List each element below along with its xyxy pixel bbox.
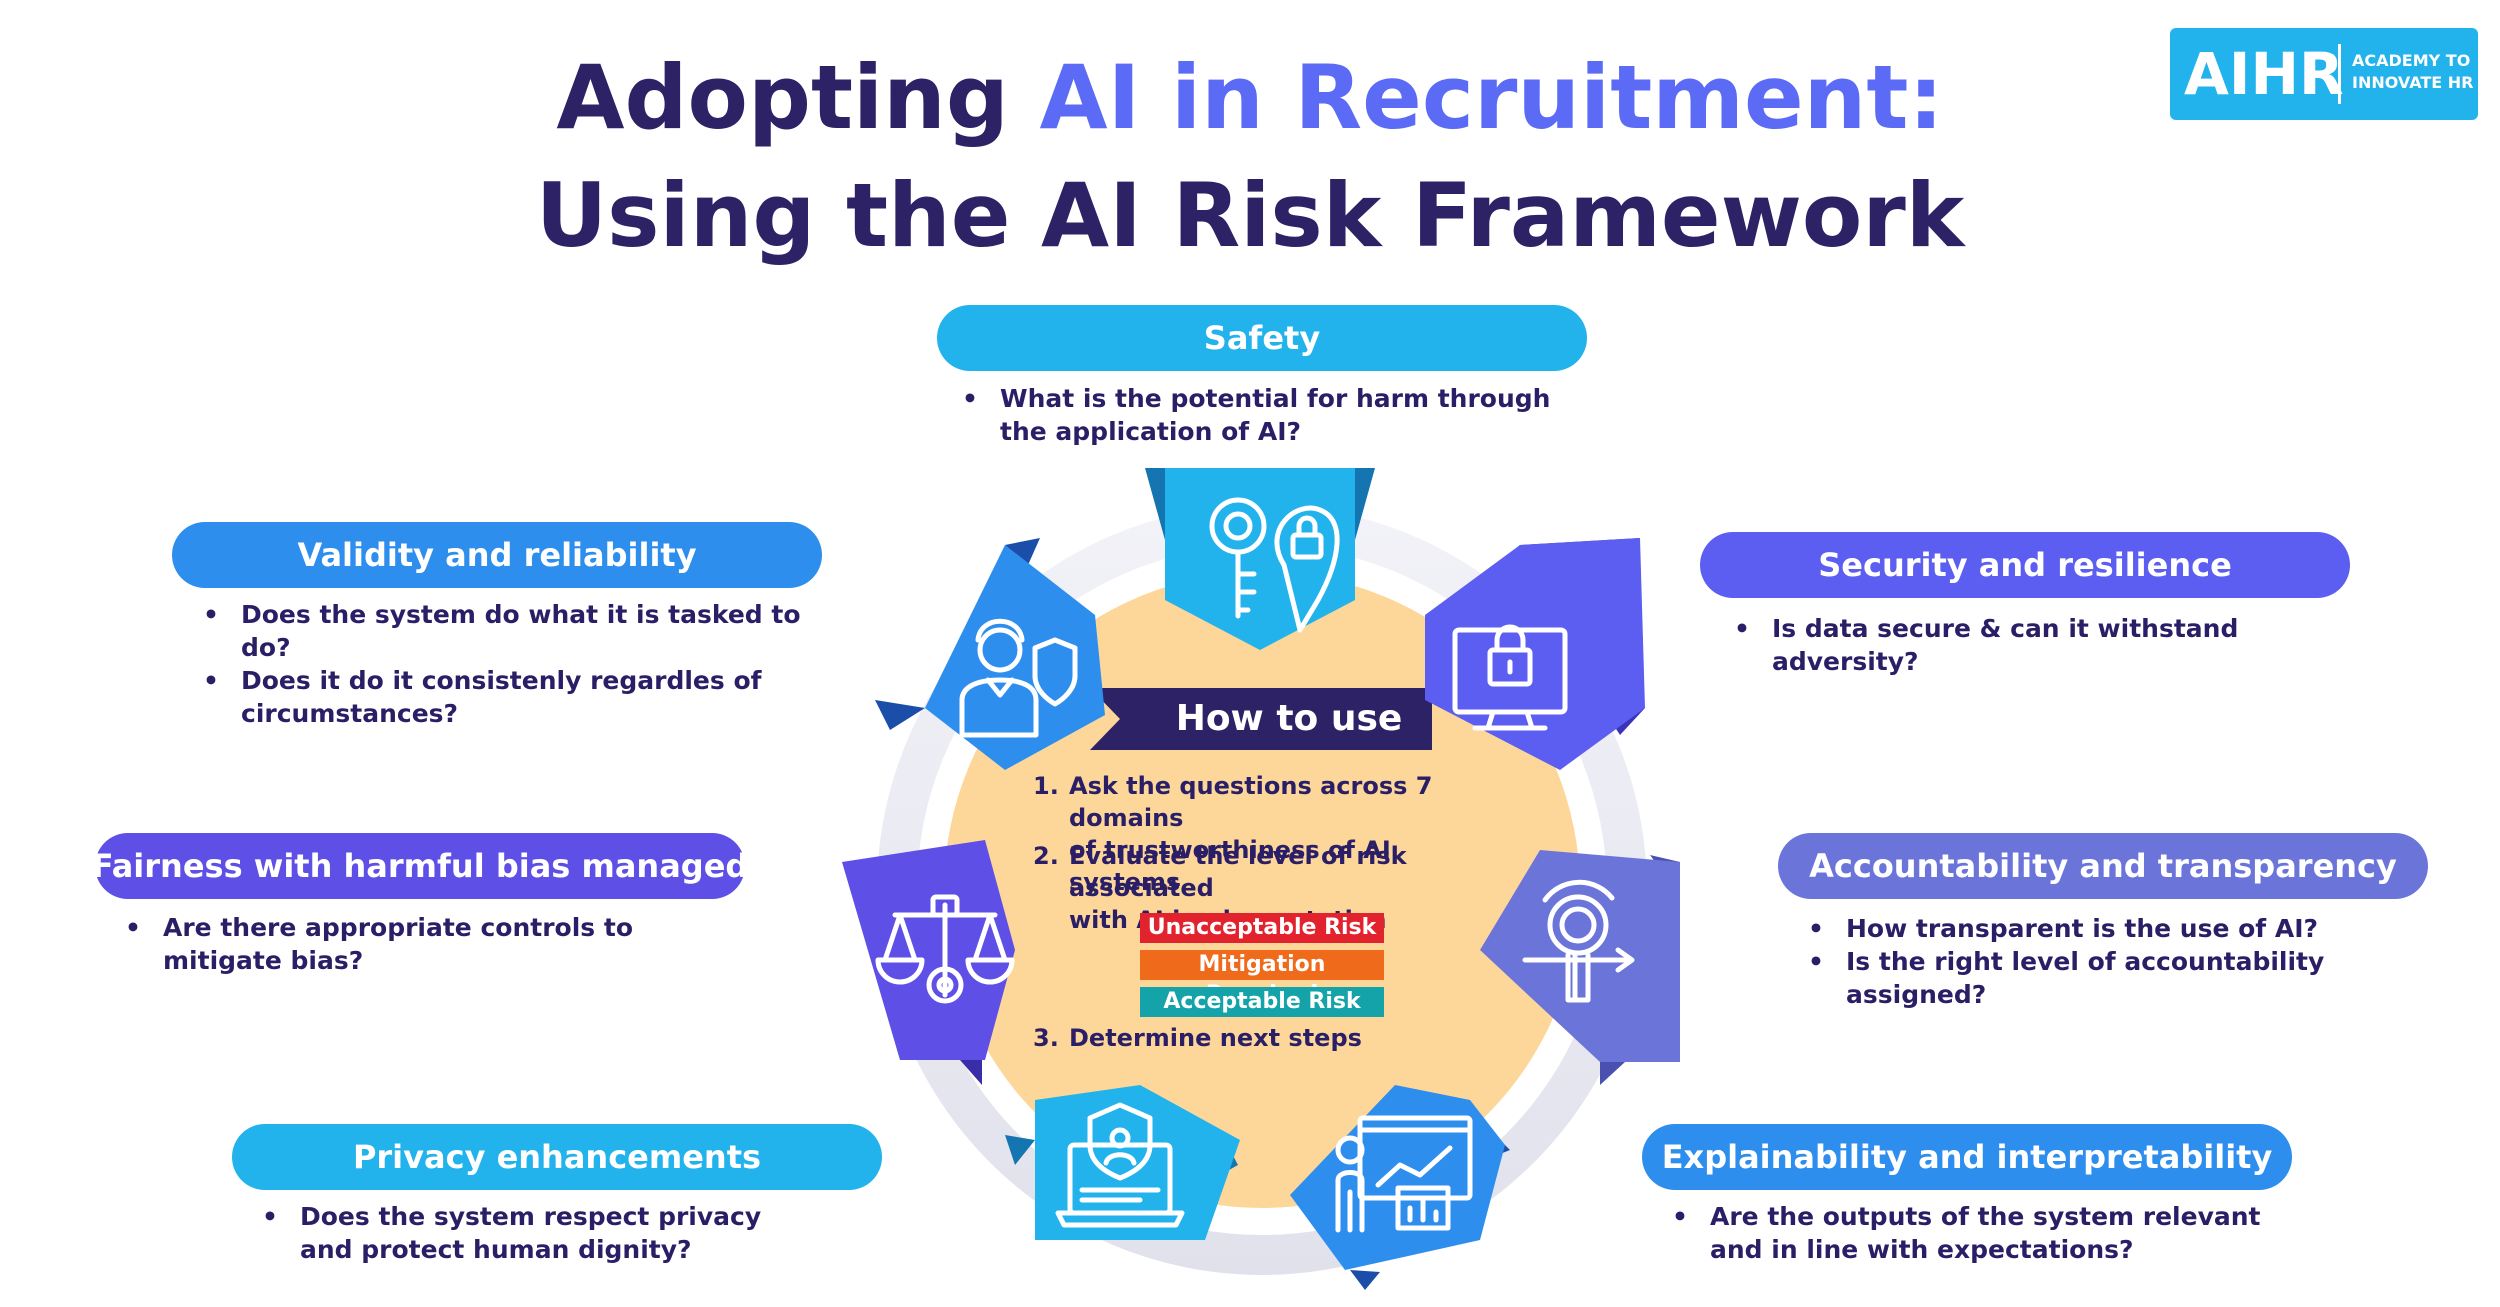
step-text: Determine next steps bbox=[1069, 1024, 1362, 1052]
presenter-chart-icon bbox=[1335, 1115, 1473, 1233]
explainability-questions: Are the outputs of the system relevant a… bbox=[1672, 1200, 2272, 1266]
step-item: 1. Ask the questions across 7 domains of… bbox=[1033, 770, 1503, 898]
accountability-label: Accountability and transparency bbox=[1778, 833, 2428, 899]
how-to-use-steps: 1. Ask the questions across 7 domains of… bbox=[1033, 770, 1503, 1070]
validity-label: Validity and reliability bbox=[172, 522, 822, 588]
privacy-questions: Does the system respect privacy and prot… bbox=[262, 1200, 822, 1266]
question-item: Does the system respect privacy and prot… bbox=[262, 1200, 822, 1266]
risk-badge-mitigation: Mitigation Required bbox=[1140, 950, 1384, 1007]
explainability-label: Explainability and interpretability bbox=[1642, 1124, 2292, 1190]
safety-label: Safety bbox=[937, 305, 1587, 371]
security-label: Security and resilience bbox=[1700, 532, 2350, 598]
magnifier-arrow-icon bbox=[1522, 879, 1635, 1003]
question-item: Does the system do what it is tasked to … bbox=[203, 598, 803, 664]
fairness-questions: Are there appropriate controls to mitiga… bbox=[125, 911, 665, 977]
key-lock-icon bbox=[1209, 497, 1340, 633]
page-title-line2: Using the AI Risk Framework bbox=[535, 164, 1965, 267]
how-to-use-title: How to use bbox=[1175, 698, 1403, 739]
step-item: 2. Evaluate the level of risk associated… bbox=[1033, 840, 1503, 936]
privacy-label: Privacy enhancements bbox=[232, 1124, 882, 1190]
safety-questions: What is the potential for harm through t… bbox=[962, 382, 1582, 448]
title-accent: AI in Recruitment: bbox=[1039, 46, 1944, 149]
justice-scales-icon bbox=[875, 894, 1015, 1004]
privacy-node bbox=[1005, 1085, 1240, 1240]
step-item: 3. Determine next steps bbox=[1033, 1022, 1362, 1054]
question-item: How transparent is the use of AI? bbox=[1808, 912, 2368, 945]
risk-badge-acceptable: Acceptable Risk bbox=[1140, 987, 1384, 1017]
accountability-node bbox=[1480, 850, 1680, 1085]
logo-subtitle: ACADEMY TO INNOVATE HR bbox=[2352, 51, 2474, 92]
aihr-logo: AIHR ACADEMY TO INNOVATE HR bbox=[2170, 28, 2478, 120]
risk-badge-unacceptable: Unacceptable Risk bbox=[1140, 913, 1384, 943]
step-number: 1. bbox=[1033, 772, 1059, 800]
question-item: What is the potential for harm through t… bbox=[962, 382, 1582, 448]
fairness-node bbox=[842, 840, 1015, 1085]
step-number: 2. bbox=[1033, 842, 1059, 870]
step-text: Evaluate the level of risk associated bbox=[1069, 842, 1407, 902]
explainability-node bbox=[1290, 1085, 1510, 1290]
security-questions: Is data secure & can it withstand advers… bbox=[1734, 612, 2354, 678]
question-item: Are the outputs of the system relevant a… bbox=[1672, 1200, 2272, 1266]
step-text: Ask the questions across 7 domains bbox=[1069, 772, 1433, 832]
security-node bbox=[1425, 538, 1645, 770]
accountability-questions: How transparent is the use of AI? Is the… bbox=[1808, 912, 2368, 1011]
question-item: Does it do it consistenly regardles of c… bbox=[203, 664, 803, 730]
laptop-privacy-icon bbox=[1055, 1102, 1185, 1228]
safety-node bbox=[1145, 468, 1375, 650]
person-shield-icon bbox=[959, 618, 1078, 738]
logo-divider bbox=[2338, 44, 2341, 104]
step-text-cont: of trustworthiness of AI systems bbox=[1069, 836, 1391, 896]
validity-node bbox=[875, 538, 1105, 770]
validity-questions: Does the system do what it is tasked to … bbox=[203, 598, 803, 730]
title-prefix: Adopting bbox=[556, 46, 1040, 149]
lock-monitor-icon bbox=[1452, 624, 1568, 731]
question-item: Is the right level of accountability ass… bbox=[1808, 945, 2368, 1011]
logo-text: AIHR bbox=[2184, 40, 2344, 108]
page-title-line1: Adopting AI in Recruitment: bbox=[0, 42, 2500, 154]
step-number: 3. bbox=[1033, 1024, 1059, 1052]
fairness-label: Fairness with harmful bias managed bbox=[92, 833, 748, 899]
question-item: Is data secure & can it withstand advers… bbox=[1734, 612, 2354, 678]
how-to-use-ribbon bbox=[1090, 688, 1432, 750]
question-item: Are there appropriate controls to mitiga… bbox=[125, 911, 665, 977]
